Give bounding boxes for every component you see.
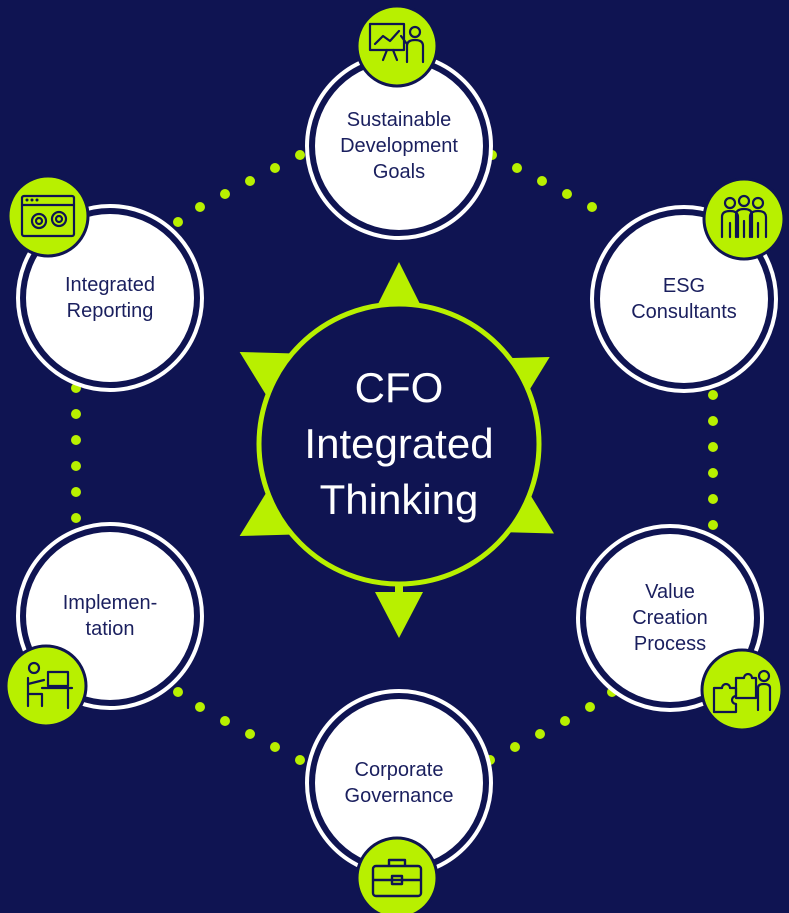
briefcase-icon bbox=[355, 836, 439, 913]
label-line: Sustainable bbox=[346, 109, 452, 131]
center-circle bbox=[256, 301, 542, 587]
label-esg-consultants: ESG Consultants bbox=[604, 219, 764, 379]
label-line: Creation bbox=[632, 607, 708, 629]
label-implementation: Implemen- tation bbox=[30, 536, 190, 696]
label-line: Value bbox=[645, 581, 695, 603]
label-line: Process bbox=[633, 633, 707, 655]
label-line: Implemen- bbox=[62, 592, 158, 614]
label-line: Corporate bbox=[354, 759, 444, 781]
node-corporate-governance bbox=[305, 689, 493, 877]
label-integrated-reporting: Integrated Reporting bbox=[30, 218, 190, 378]
node-esg-consultants bbox=[590, 205, 778, 393]
label-line: Goals bbox=[372, 161, 426, 183]
center-title-line-1: CFO bbox=[354, 364, 444, 411]
label-line: tation bbox=[85, 618, 135, 640]
label-line: Reporting bbox=[66, 300, 154, 322]
label-value-creation-process: Value Creation Process bbox=[590, 538, 750, 698]
label-line: Integrated bbox=[64, 274, 156, 296]
center-title-line-2: Integrated bbox=[304, 420, 494, 467]
browser-gears-icon bbox=[6, 174, 90, 258]
team-people-icon bbox=[702, 177, 786, 261]
label-line: Development bbox=[340, 135, 458, 157]
puzzle-person-icon bbox=[700, 648, 784, 732]
presentation-chart-icon bbox=[355, 4, 439, 88]
label-corporate-governance: Corporate Governance bbox=[319, 703, 479, 863]
person-at-desk-icon bbox=[4, 644, 88, 728]
node-sustainable-development-goals bbox=[305, 52, 493, 240]
label-line: Consultants bbox=[631, 301, 737, 323]
label-line: ESG bbox=[662, 275, 706, 297]
center-title-line-3: Thinking bbox=[319, 476, 479, 523]
label-sustainable-development-goals: Sustainable Development Goals bbox=[319, 66, 479, 226]
center-title: CFO Integrated Thinking bbox=[259, 304, 539, 584]
label-line: Governance bbox=[344, 785, 454, 807]
